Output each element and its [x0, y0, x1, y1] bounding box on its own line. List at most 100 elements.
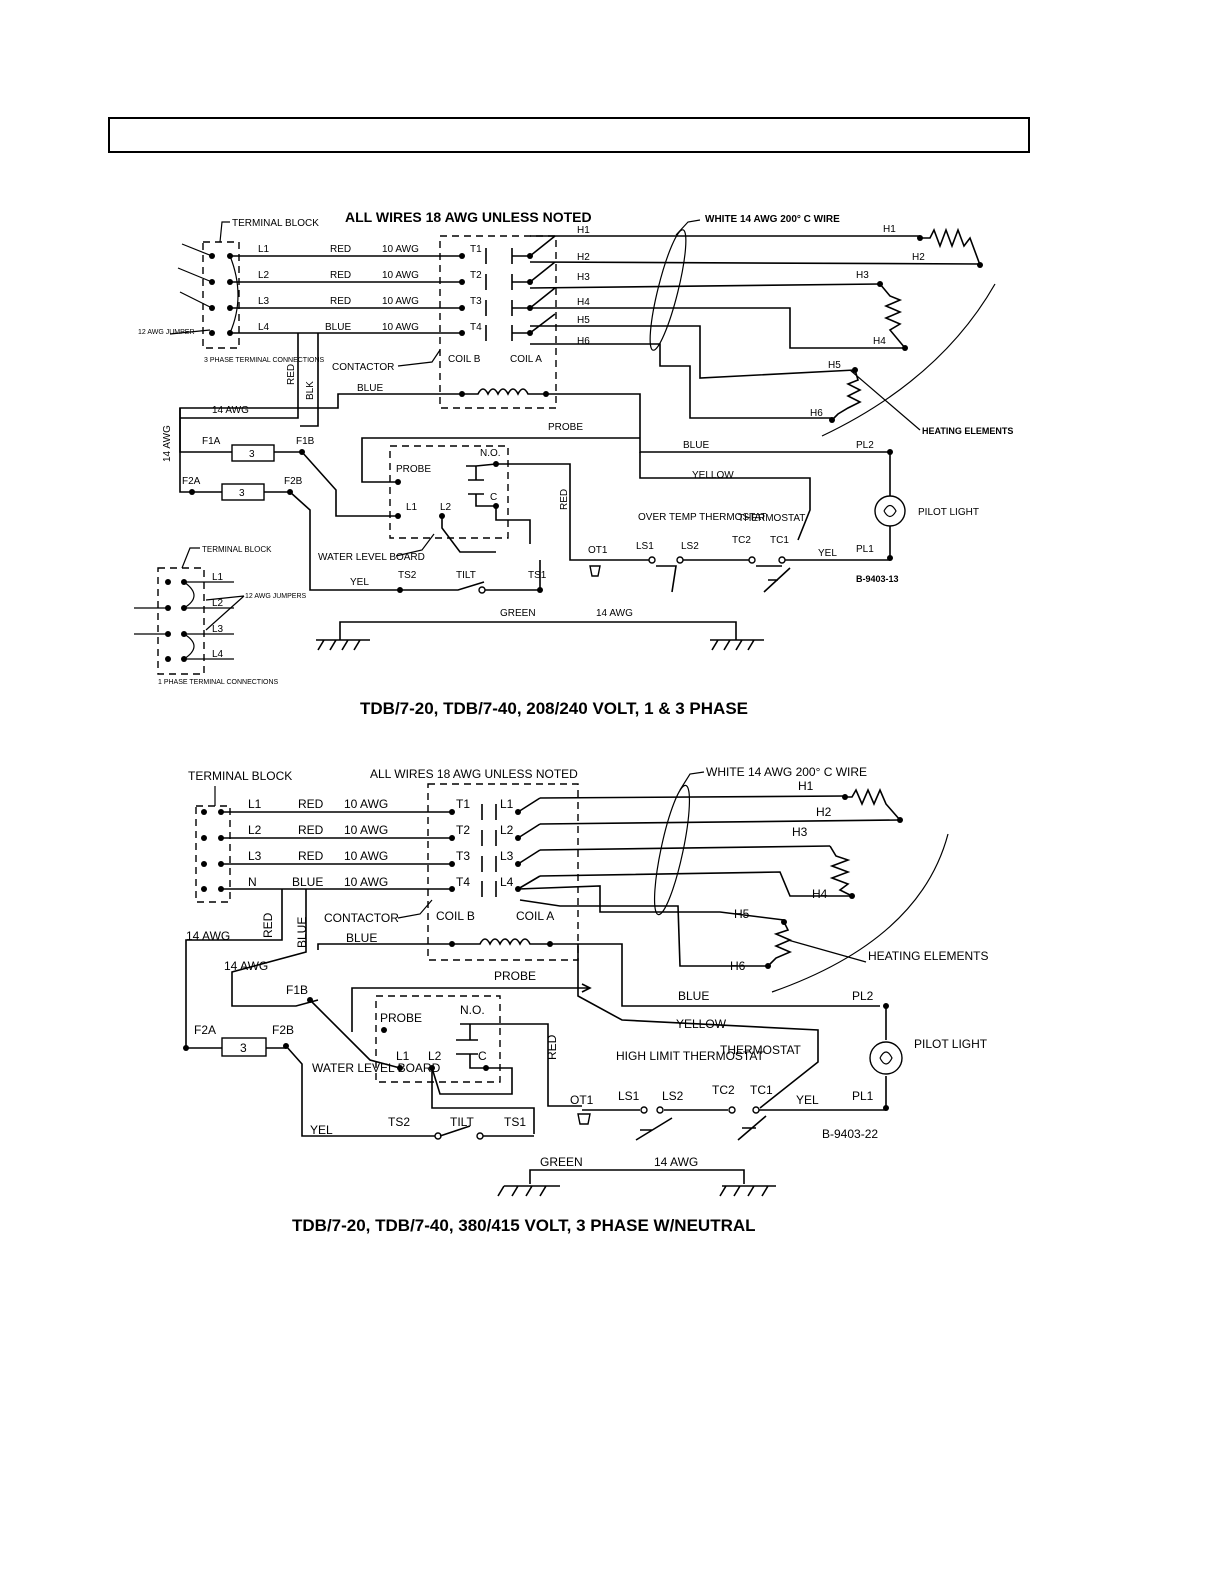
blue-label-3: BLUE	[346, 931, 377, 945]
awg14-ground: 14 AWG	[596, 608, 633, 619]
contact2-o2: L2	[500, 823, 514, 837]
pilot-light-label-2: PILOT LIGHT	[914, 1037, 988, 1051]
line-wires	[230, 253, 465, 336]
tc2-label: TC2	[732, 535, 751, 546]
red-wire-2	[185, 889, 283, 1049]
1ph-l4: L4	[212, 649, 224, 660]
all-wires-note: ALL WIRES 18 AWG UNLESS NOTED	[345, 209, 592, 225]
terminal-block-3ph-n	[195, 805, 231, 903]
line-wires-2	[221, 809, 455, 892]
heating-leader-2	[787, 939, 867, 963]
h-wires	[529, 235, 983, 423]
water-level-board-2	[375, 995, 501, 1083]
blue-coil-wire-2	[317, 943, 452, 950]
coil-a-label-2: COIL A	[516, 909, 554, 923]
water-level-leader	[395, 533, 435, 557]
terminal-block-leader	[219, 221, 230, 243]
ls1-label: LS1	[636, 541, 654, 552]
f2b-label: F2B	[284, 476, 303, 487]
contactor-coil	[462, 388, 546, 396]
f2b-label-2: F2B	[272, 1023, 294, 1037]
contact2-t1: T1	[456, 797, 470, 811]
ts2-label: TS2	[398, 570, 417, 581]
ground-symbol-right	[710, 639, 764, 651]
green-label: GREEN	[500, 608, 536, 619]
ts2-label-2: TS2	[388, 1115, 410, 1129]
h6-out: H6	[577, 336, 590, 347]
pl2-label: PL2	[856, 440, 874, 451]
c-label-2: C	[478, 1049, 487, 1063]
jumpers-label: 12 AWG JUMPERS	[245, 593, 307, 600]
pilot-light	[874, 495, 906, 527]
ls2-label: LS2	[681, 541, 699, 552]
coil-b-label: COIL B	[448, 354, 481, 365]
blue-to-pilot	[546, 393, 890, 453]
l1-wire-2	[309, 999, 401, 1069]
line2-l1: L1	[248, 797, 262, 811]
line-l1: L1	[258, 244, 270, 255]
code-1: B-9403-13	[856, 574, 899, 584]
fuse-f2-2	[221, 1037, 267, 1057]
contact-t1: T1	[470, 244, 482, 255]
thermostat-label-2: THERMOSTAT	[720, 1043, 802, 1057]
pl1-label: PL1	[856, 544, 874, 555]
f1a-label: F1A	[202, 436, 221, 447]
ot1-symbol	[589, 565, 601, 577]
relay-contact-2	[456, 1023, 500, 1069]
blue-label-2: BLUE	[683, 440, 709, 451]
line2-color-2: RED	[298, 823, 324, 837]
f1b-label-2: F1B	[286, 983, 308, 997]
l2-wire-2	[431, 1068, 535, 1134]
ground-wire	[339, 621, 737, 640]
h4-out: H4	[577, 297, 590, 308]
pilot-filament-2	[879, 1051, 893, 1065]
tc1-label: TC1	[770, 535, 789, 546]
white-wire-leader	[675, 219, 701, 236]
blk-wire-label: BLK	[305, 381, 316, 400]
water-level-label-2: WATER LEVEL BOARD	[312, 1061, 441, 1075]
green-label-2: GREEN	[540, 1155, 583, 1169]
terminal-block-1ph	[157, 567, 205, 675]
blue-wire-2	[231, 889, 319, 1007]
h5-out: H5	[577, 315, 590, 326]
c-label: C	[490, 492, 497, 503]
contactor-label-2: CONTACTOR	[324, 911, 399, 925]
white-wire-bundle	[649, 229, 687, 351]
yel-label-2: YEL	[818, 548, 837, 559]
diagram2-caption: TDB/7-20, TDB/7-40, 380/415 VOLT, 3 PHAS…	[292, 1216, 756, 1235]
f1b-label: F1B	[296, 436, 315, 447]
red-to-ot1	[496, 463, 590, 561]
coil-b-label-2: COIL B	[436, 909, 475, 923]
line2-color-1: RED	[298, 797, 324, 811]
awg14-label: 14 AWG	[212, 405, 249, 416]
white-wire-note: WHITE 14 AWG 200° C WIRE	[705, 214, 840, 225]
no-label-2: N.O.	[460, 1003, 485, 1017]
contactor-contacts-2	[481, 797, 541, 897]
tc2-label-2: TC2	[712, 1083, 735, 1097]
contactor-coil-2	[452, 938, 550, 946]
terminal-block-label-3: TERMINAL BLOCK	[188, 769, 292, 783]
probe-label-2: PROBE	[380, 1011, 422, 1025]
line-gauge-3: 10 AWG	[382, 296, 419, 307]
contactor-leader-2	[397, 899, 433, 919]
pilot-light-2	[869, 1041, 903, 1075]
blue-to-pilot-2	[550, 943, 880, 1007]
header-box	[108, 117, 1030, 153]
pilot-light-label: PILOT LIGHT	[918, 507, 979, 518]
line-l2: L2	[258, 270, 270, 281]
probe-label: PROBE	[396, 464, 431, 475]
line-color-4: BLUE	[325, 322, 351, 333]
contactor-box-2	[427, 783, 579, 961]
contact2-o3: L3	[500, 849, 514, 863]
h6-el: H6	[810, 408, 823, 419]
probe-wire-label: PROBE	[548, 422, 583, 433]
coil-a-label: COIL A	[510, 354, 542, 365]
ls1-label-2: LS1	[618, 1089, 640, 1103]
line-gauge-2: 10 AWG	[382, 270, 419, 281]
line-color-3: RED	[330, 296, 351, 307]
1ph-l1: L1	[212, 572, 224, 583]
tilt-label: TILT	[456, 570, 476, 581]
line2-color-3: RED	[298, 849, 324, 863]
ground-symbol-left	[316, 639, 370, 651]
h3-out: H3	[577, 272, 590, 283]
